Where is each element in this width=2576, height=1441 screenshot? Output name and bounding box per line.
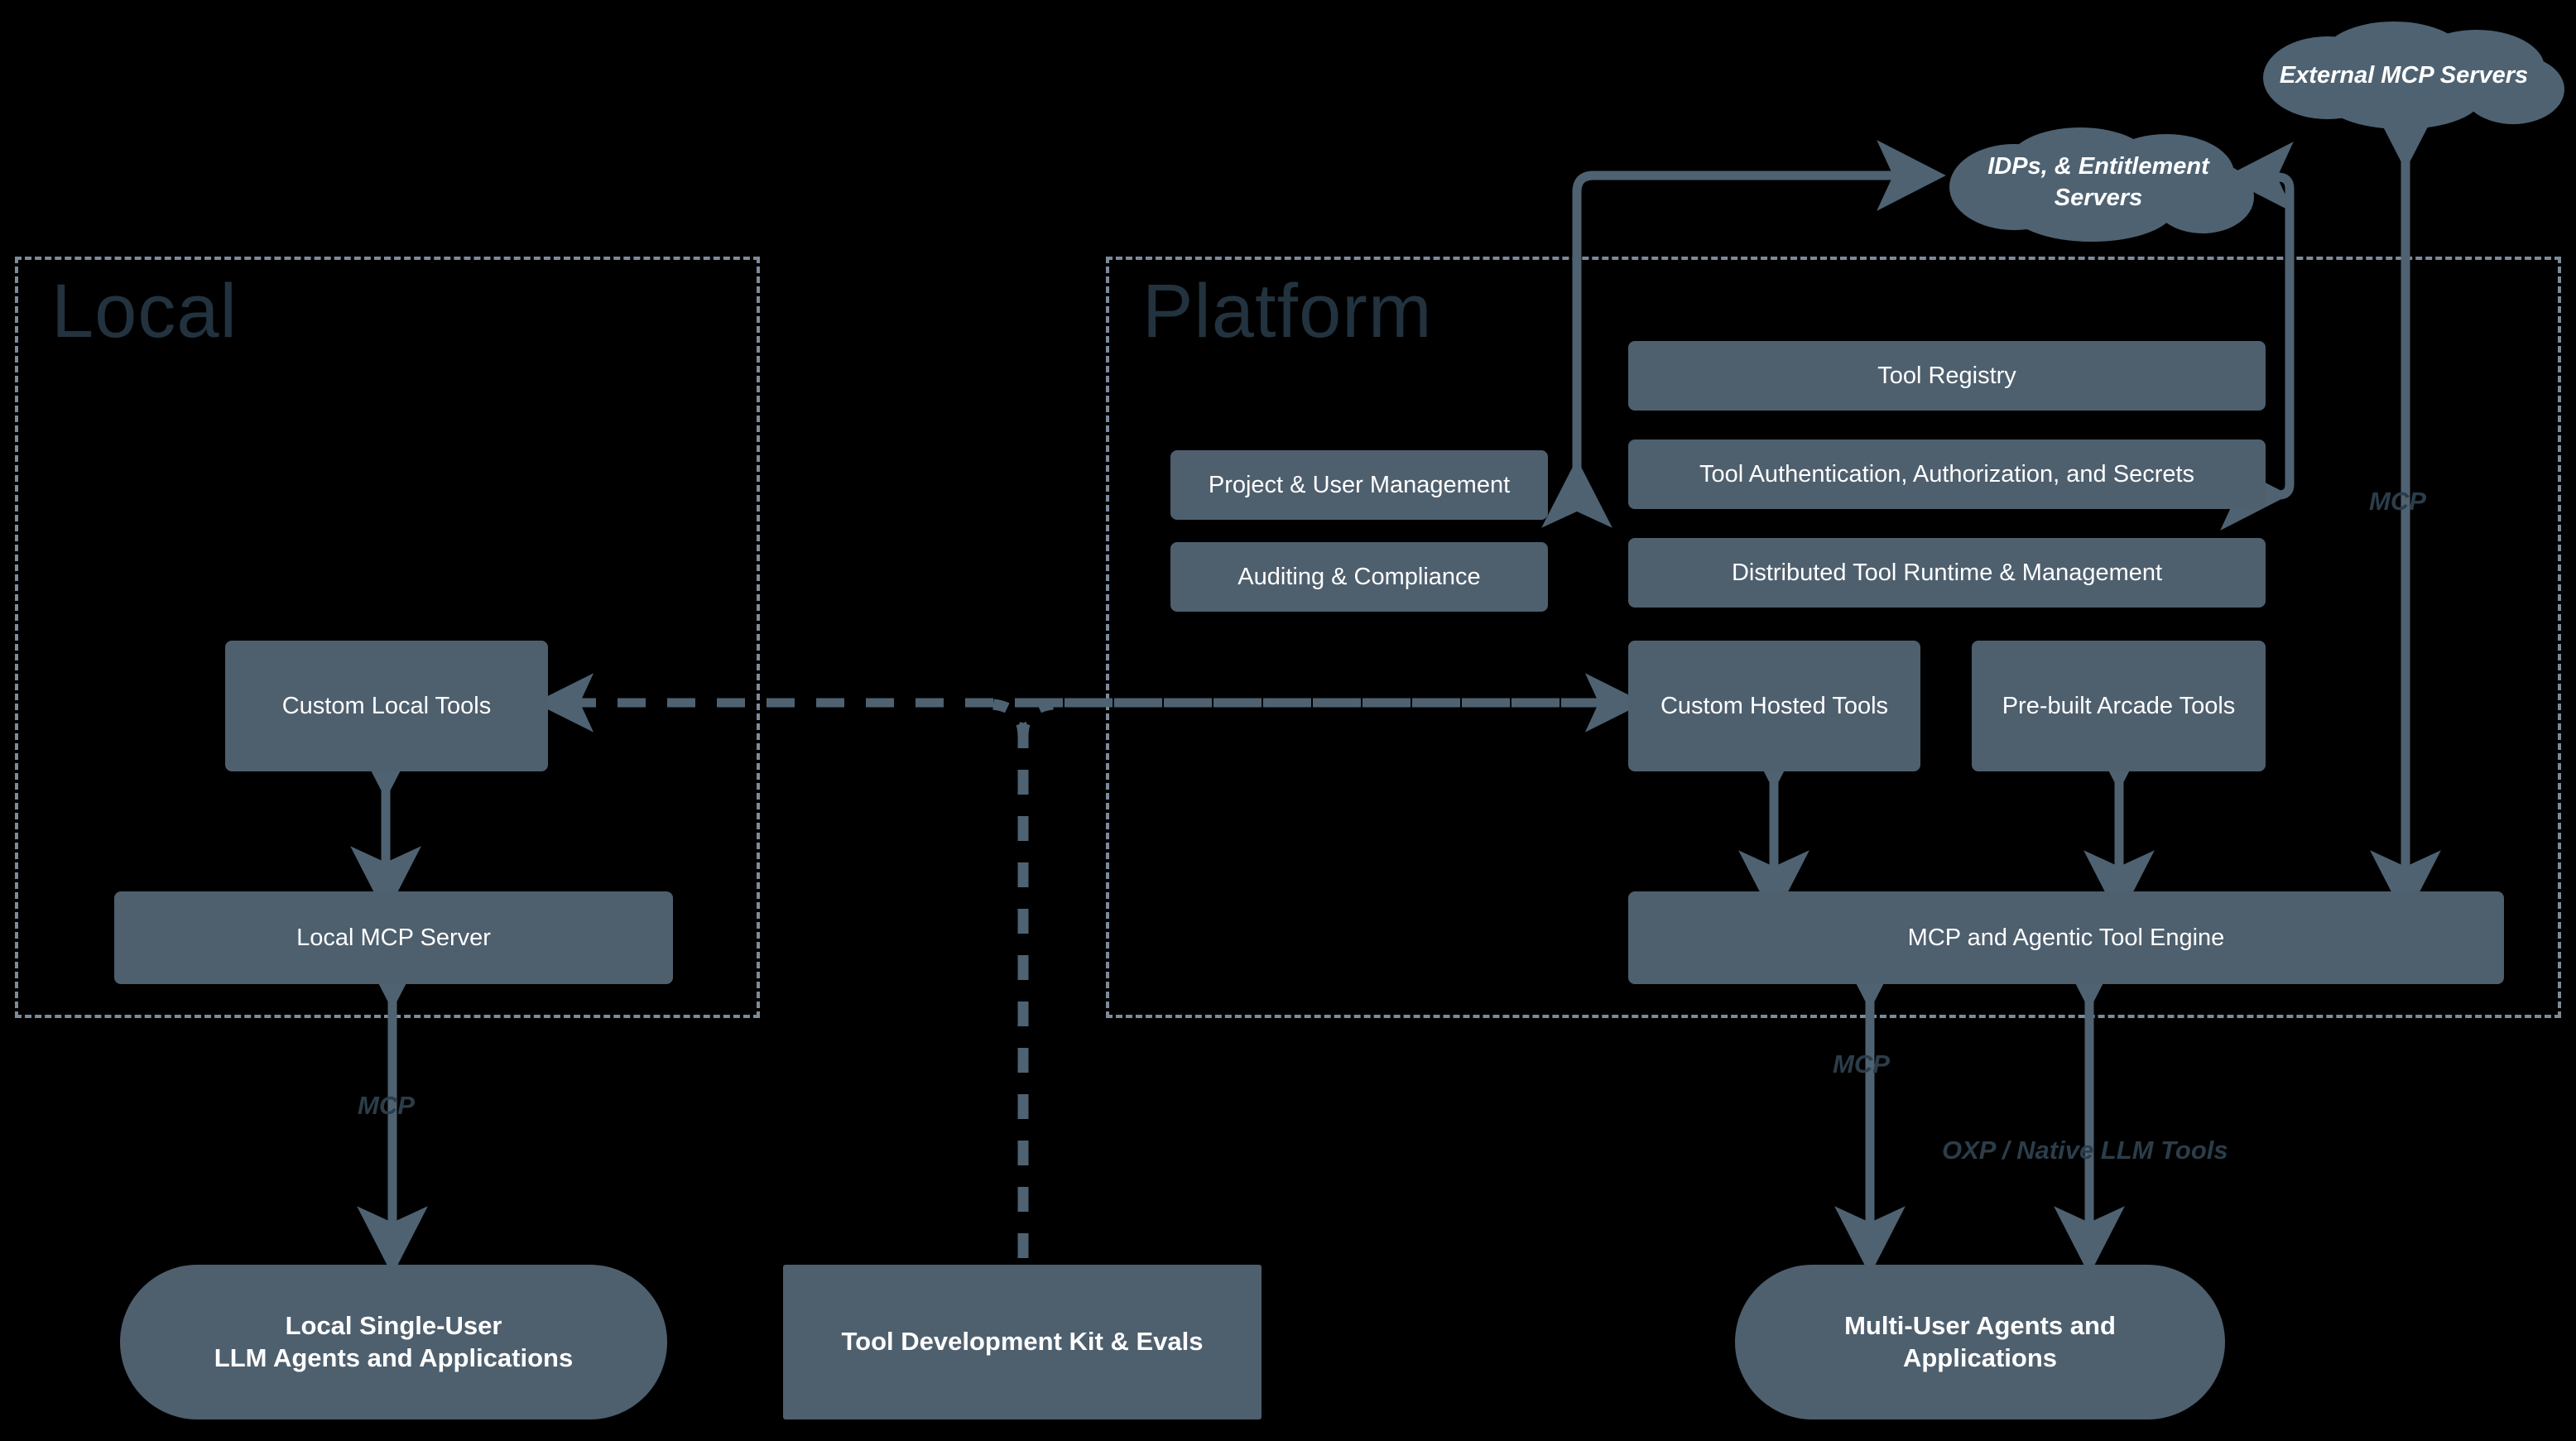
box-tool-development-kit[interactable]: Tool Development Kit & Evals (783, 1265, 1262, 1419)
box-tool-registry-label: Tool Registry (1877, 362, 2016, 389)
cloud-external-mcp-servers-label: External MCP Servers (2279, 62, 2529, 89)
cloud-shape (2263, 22, 2564, 129)
box-custom-hosted-tools[interactable]: Custom Hosted Tools (1628, 641, 1920, 771)
cloud-idps-entitlement-label: IDPs, & Entitlement Servers (1987, 153, 2209, 211)
box-auditing-compliance[interactable]: Auditing & Compliance (1170, 542, 1548, 612)
box-custom-hosted-tools-label: Custom Hosted Tools (1660, 692, 1889, 719)
box-custom-local-tools[interactable]: Custom Local Tools (225, 641, 548, 771)
edge-label-mcp-platform: MCP (1833, 1050, 1890, 1078)
zone-platform-title: Platform (1142, 269, 1433, 353)
box-local-mcp-server-label: Local MCP Server (296, 924, 491, 951)
box-multi-user-agents[interactable]: Multi-User Agents and Applications (1735, 1265, 2225, 1419)
box-local-single-user-agents[interactable]: Local Single-User LLM Agents and Applica… (120, 1265, 667, 1419)
cloud-external-mcp-servers: External MCP Servers (2240, 20, 2568, 129)
edge-label-mcp-local: MCP (358, 1091, 415, 1120)
box-project-user-management[interactable]: Project & User Management (1170, 450, 1548, 520)
box-prebuilt-arcade-tools-label: Pre-built Arcade Tools (2002, 692, 2236, 719)
box-tool-registry[interactable]: Tool Registry (1628, 341, 2266, 411)
edge-label-mcp-external: MCP (2369, 487, 2426, 516)
box-tool-authentication[interactable]: Tool Authentication, Authorization, and … (1628, 440, 2266, 509)
box-prebuilt-arcade-tools[interactable]: Pre-built Arcade Tools (1972, 641, 2266, 771)
box-local-single-user-agents-line2: LLM Agents and Applications (214, 1343, 574, 1372)
box-auditing-compliance-label: Auditing & Compliance (1238, 563, 1481, 590)
wire-dashed-devkit-right (1017, 699, 1055, 1258)
box-local-mcp-server[interactable]: Local MCP Server (114, 891, 673, 984)
zone-local-title: Local (51, 269, 238, 353)
box-project-user-management-label: Project & User Management (1208, 471, 1511, 498)
box-custom-local-tools-label: Custom Local Tools (281, 692, 492, 719)
box-mcp-agentic-tool-engine-label: MCP and Agentic Tool Engine (1907, 924, 2225, 951)
box-mcp-agentic-tool-engine[interactable]: MCP and Agentic Tool Engine (1628, 891, 2504, 984)
box-multi-user-agents-line2: Applications (1902, 1343, 2057, 1372)
cloud-idps-entitlement: IDPs, & Entitlement Servers (1934, 122, 2262, 242)
wire-dashed-devkit-left (992, 699, 1029, 1258)
box-tool-development-kit-label: Tool Development Kit & Evals (841, 1327, 1204, 1357)
box-distributed-tool-runtime[interactable]: Distributed Tool Runtime & Management (1628, 538, 2266, 608)
edge-label-oxp-native-llm-tools: OXP / Native LLM Tools (1942, 1136, 2228, 1165)
box-tool-authentication-label: Tool Authentication, Authorization, and … (1699, 460, 2195, 488)
box-distributed-tool-runtime-label: Distributed Tool Runtime & Management (1731, 559, 2163, 586)
cloud-shape (1949, 127, 2254, 242)
box-multi-user-agents-line1: Multi-User Agents and (1844, 1310, 2116, 1340)
box-local-single-user-agents-line1: Local Single-User (285, 1310, 502, 1340)
